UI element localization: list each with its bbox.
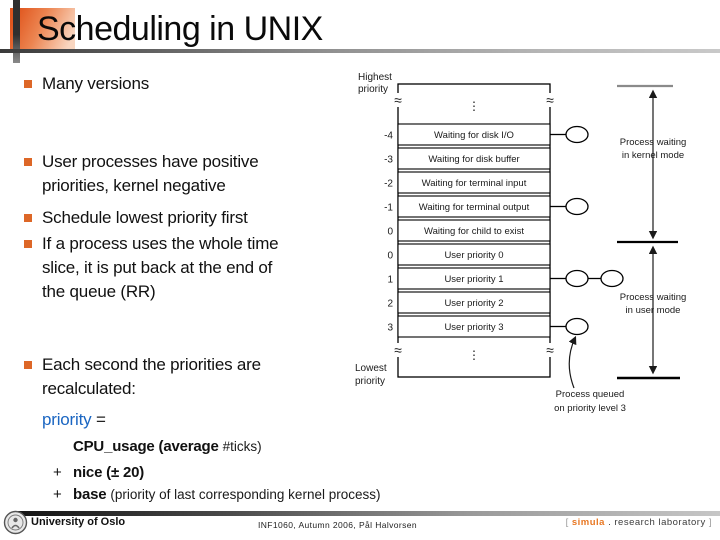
border-break	[391, 343, 405, 357]
priority-numbers: -4 -3 -2 -1 0 0 1 2 3	[384, 131, 393, 334]
ellipsis-icon: ⋮	[468, 348, 480, 362]
simula-name: simula	[571, 517, 605, 528]
bullet-icon	[24, 80, 32, 88]
svg-text:priority: priority	[355, 376, 385, 387]
svg-text:-4: -4	[384, 131, 393, 142]
border-break	[543, 343, 557, 357]
svg-text:priority: priority	[358, 84, 388, 95]
simula-lab-logo: [ simula . research laboratory ]	[566, 517, 712, 528]
svg-text:Waiting for disk I/O: Waiting for disk I/O	[434, 130, 514, 141]
bullet-many-versions: Many versions	[24, 72, 354, 96]
svg-text:Waiting for disk buffer: Waiting for disk buffer	[428, 154, 519, 165]
bullet-text: User processes have positive priorities,…	[42, 152, 259, 195]
svg-text:Waiting for terminal input: Waiting for terminal input	[422, 178, 527, 189]
university-logo	[3, 510, 28, 535]
lowest-priority-label: Lowest priority	[355, 363, 387, 387]
approx-break-icon: ≈	[394, 342, 402, 358]
svg-text:User priority 0: User priority 0	[444, 250, 503, 261]
border-break	[543, 93, 557, 107]
svg-text:0: 0	[387, 227, 393, 238]
footer-rule	[18, 511, 720, 516]
queued-annotation-label: Process queued on priority level 3	[554, 389, 626, 414]
svg-text:1: 1	[387, 275, 393, 286]
approx-break-icon: ≈	[546, 92, 554, 108]
equals-sign: =	[91, 410, 106, 429]
kernel-mode-label: Process waiting in kernel mode	[620, 137, 687, 161]
bullet-icon	[24, 361, 32, 369]
bullet-schedule-lowest: Schedule lowest priority first	[24, 206, 354, 230]
svg-text:Highest: Highest	[358, 72, 392, 83]
svg-text:3: 3	[387, 323, 393, 334]
title-accent-square	[10, 8, 75, 50]
svg-text:-1: -1	[384, 203, 393, 214]
priority-queue-diagram: -4 -3 -2 -1 0 0 1 2 3 Waiting for disk I…	[355, 72, 687, 414]
bullet-icon	[24, 214, 32, 222]
svg-text:User priority 1: User priority 1	[444, 274, 503, 285]
page-title: Scheduling in UNIX	[37, 10, 323, 48]
plus-sign: +	[53, 464, 62, 481]
svg-text:2: 2	[387, 299, 393, 310]
approx-break-icon: ≈	[394, 92, 402, 108]
footer-institution: University of Oslo	[31, 516, 126, 528]
svg-text:on priority level 3: on priority level 3	[554, 403, 626, 414]
formula-cpu-usage: CPU_usage (average #ticks)	[53, 437, 262, 457]
bullet-text: Each second the priorities are recalcula…	[42, 355, 261, 398]
bracket-open: [	[565, 517, 572, 528]
formula-base: + base (priority of last corresponding ke…	[53, 485, 380, 505]
cpu-usage-term: CPU_usage (average	[73, 438, 223, 455]
bullet-text: If a process uses the whole time slice, …	[42, 234, 279, 301]
svg-text:Lowest: Lowest	[355, 363, 387, 374]
bullet-each-second: Each second the priorities are recalcula…	[24, 353, 354, 401]
title-accent-bar	[13, 0, 20, 63]
svg-text:User priority 3: User priority 3	[444, 322, 503, 333]
bullet-text: Many versions	[42, 74, 149, 93]
lab-rest: . research laboratory	[604, 517, 706, 528]
queue-row-labels: Waiting for disk I/O Waiting for disk bu…	[419, 130, 530, 333]
svg-text:Waiting for child to exist: Waiting for child to exist	[424, 226, 524, 237]
border-break	[391, 93, 405, 107]
svg-text:-3: -3	[384, 155, 393, 166]
base-explanation: (priority of last corresponding kernel p…	[110, 487, 381, 502]
svg-text:Process waiting: Process waiting	[620, 137, 687, 148]
svg-text:in kernel mode: in kernel mode	[622, 150, 684, 161]
approx-break-icon: ≈	[546, 342, 554, 358]
nice-term: nice (± 20)	[73, 464, 145, 481]
title-rule	[0, 49, 720, 53]
svg-text:in user mode: in user mode	[626, 305, 681, 316]
bullet-user-processes: User processes have positive priorities,…	[24, 150, 354, 198]
svg-text:Waiting for terminal output: Waiting for terminal output	[419, 202, 530, 213]
bracket-close: ]	[705, 517, 712, 528]
priority-formula-lead: priority =	[42, 407, 106, 433]
queued-process-icons	[550, 125, 624, 336]
svg-text:Process waiting: Process waiting	[620, 292, 687, 303]
svg-text:User priority 2: User priority 2	[444, 298, 503, 309]
svg-text:Process queued: Process queued	[556, 389, 625, 400]
bullet-icon	[24, 158, 32, 166]
footer-course-info: INF1060, Autumn 2006, Pål Halvorsen	[258, 520, 418, 530]
plus-sign: +	[53, 486, 62, 503]
cpu-usage-unit: #ticks)	[222, 439, 262, 454]
queue-rows	[397, 123, 551, 338]
formula-nice: + nice (± 20)	[53, 463, 144, 483]
ellipsis-icon: ⋮	[468, 99, 480, 113]
queued-annotation-arrow	[568, 335, 577, 389]
bullet-text: Schedule lowest priority first	[42, 208, 248, 227]
highest-priority-label: Highest priority	[358, 72, 392, 95]
bullet-time-slice: If a process uses the whole time slice, …	[24, 232, 354, 304]
svg-text:-2: -2	[384, 179, 393, 190]
user-mode-label: Process waiting in user mode	[620, 292, 687, 316]
svg-text:0: 0	[387, 251, 393, 262]
priority-keyword: priority	[42, 410, 92, 429]
bullet-icon	[24, 240, 32, 248]
base-term: base	[73, 486, 111, 503]
